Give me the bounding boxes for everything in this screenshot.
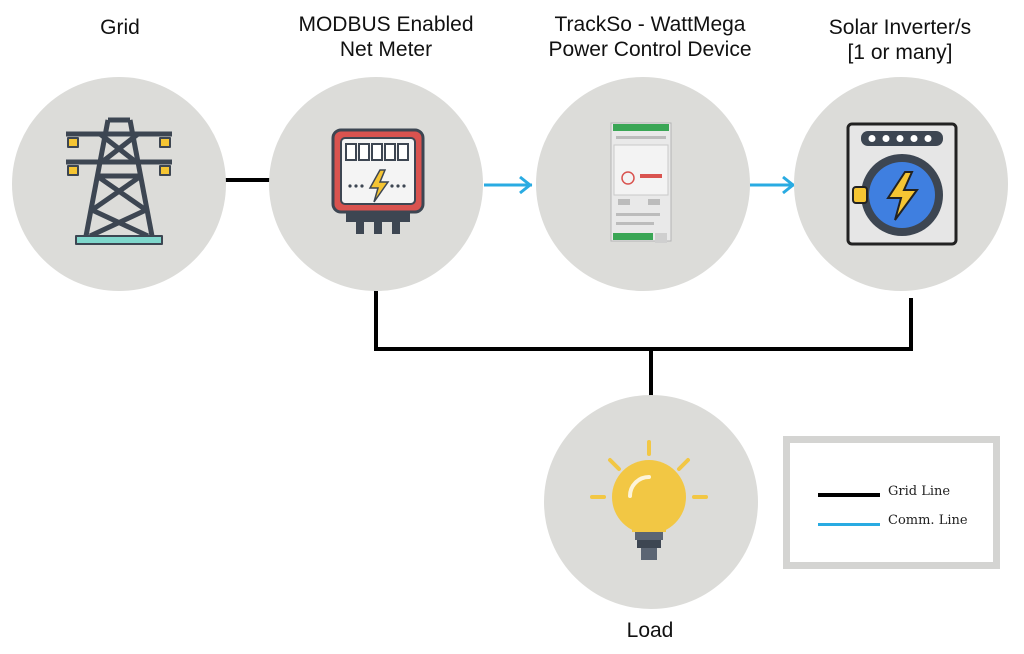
electric-meter-icon	[331, 128, 425, 234]
inverter-icon	[846, 122, 958, 246]
device-to-inverter-arrowhead	[782, 175, 796, 195]
meter-to-device-arrowhead	[519, 175, 533, 195]
load-bus-line	[374, 290, 913, 351]
net-meter-label: MODBUS Enabled Net Meter	[298, 13, 474, 61]
legend-grid-line-swatch	[818, 493, 880, 497]
transmission-tower-icon	[66, 117, 172, 245]
din-rail-device-icon	[610, 122, 672, 243]
grid-label: Grid	[100, 16, 140, 39]
grid-lines	[225, 178, 913, 396]
comm-lines	[484, 175, 796, 195]
legend-comm-line-swatch	[818, 523, 880, 526]
legend-item-label: Grid Line	[888, 484, 951, 499]
inverter-label: Solar Inverter/s [1 or many]	[828, 16, 972, 64]
light-bulb-icon	[590, 440, 708, 560]
legend: Grid Line Comm. Line	[783, 436, 1000, 569]
control-device-label: TrackSo - WattMega Power Control Device	[548, 13, 752, 61]
grid-node	[12, 77, 226, 291]
load-label: Load	[626, 619, 674, 642]
legend-item-label: Comm. Line	[888, 513, 968, 528]
